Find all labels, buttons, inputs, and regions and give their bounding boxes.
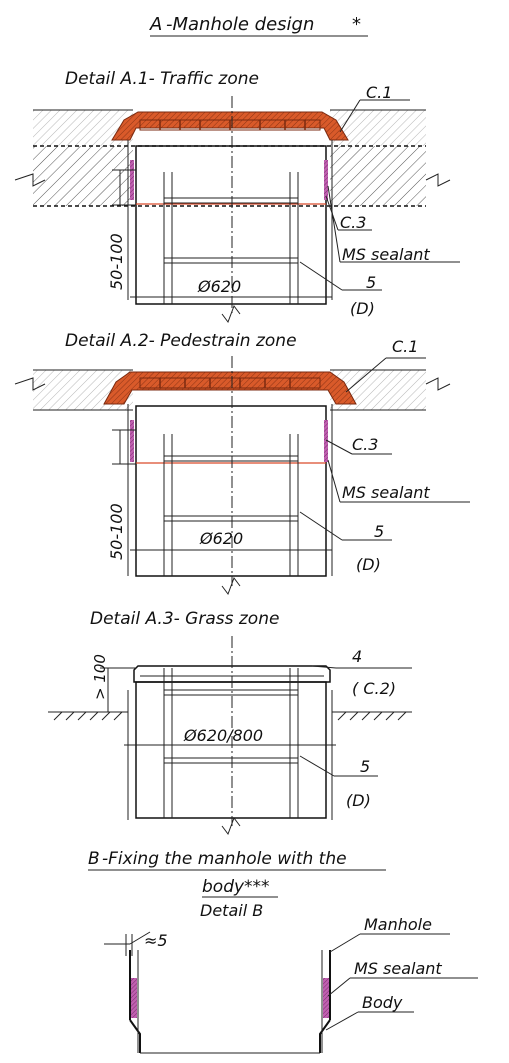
section-b: B -Fixing the manhole with the body *** … [88,849,478,1054]
label-d-a2: (D) [356,555,381,574]
sealant-b-left [131,978,137,1018]
label-c3-a2: C.3 [352,435,378,454]
title-prefix: A [149,14,162,35]
detail-b-title: Detail B [200,901,263,920]
sealant-a1-left [130,160,134,200]
sealant-b-right [323,978,329,1018]
road-base-right [330,146,426,206]
section-b-title-line2: body [202,877,245,897]
dim-depth-a2: 50-100 [107,503,126,560]
label-body-b: Body [362,993,403,1012]
label-c3-a1: C.3 [340,213,366,232]
lid-a3 [133,665,331,683]
dim-diameter-a3: Ø620/800 [183,726,263,745]
title-suffix: * [352,14,361,35]
label-manhole-b: Manhole [364,915,432,934]
shaft-a2 [135,405,327,577]
label-5-a3: 5 [360,757,370,776]
section-b-prefix: B [88,849,100,869]
pavement-left [33,110,133,146]
detail-a1-title: Detail A.1- Traffic zone [65,69,259,89]
dim-diameter-a1: Ø620 [197,277,241,296]
label-5-a2: 5 [374,522,384,541]
shaft-a3 [135,681,327,819]
title-text: -Manhole design [166,14,314,35]
label-d-a3: (D) [346,791,371,810]
main-title: A -Manhole design * [149,14,368,37]
detail-a2-title: Detail A.2- Pedestrain zone [65,331,297,351]
shaft-a1 [135,145,327,305]
dim-height-a3: > 100 [91,654,109,700]
section-b-suffix: *** [244,877,270,897]
label-c1-a1: C.1 [366,83,392,102]
detail-a1: Detail A.1- Traffic zone [14,69,460,324]
dim-depth-a1: 50-100 [107,233,126,290]
dim-gap-b: ≈5 [144,931,168,950]
label-c1-a2: C.1 [392,337,418,356]
ladder-a1 [163,172,299,304]
label-5-a1: 5 [366,273,376,292]
dim-diameter-a2: Ø620 [199,529,243,548]
sealant-a2-right [324,420,328,462]
label-ms-b: MS sealant [354,959,442,978]
label-d-a1: (D) [350,299,375,318]
break-right [425,173,451,187]
pavement-right [330,110,426,146]
detail-a2: Detail A.2- Pedestrain zone [14,331,470,596]
label-4-a3: 4 [352,647,362,666]
label-c2-a3: ( C.2) [352,679,396,698]
label-ms-a2: MS sealant [342,483,430,502]
ladder-a2 [163,434,299,576]
label-ms-a1: MS sealant [342,245,430,264]
detail-a3-title: Detail A.3- Grass zone [90,609,279,629]
ladder-a3 [163,668,299,818]
section-b-title-line1: -Fixing the manhole with the [102,849,347,869]
sealant-a2-left [130,420,134,462]
road-base-left [33,146,133,206]
detail-a3: Detail A.3- Grass zone > 100 [48,609,412,836]
break-left [14,173,46,187]
sealant-a1-right [324,160,328,200]
